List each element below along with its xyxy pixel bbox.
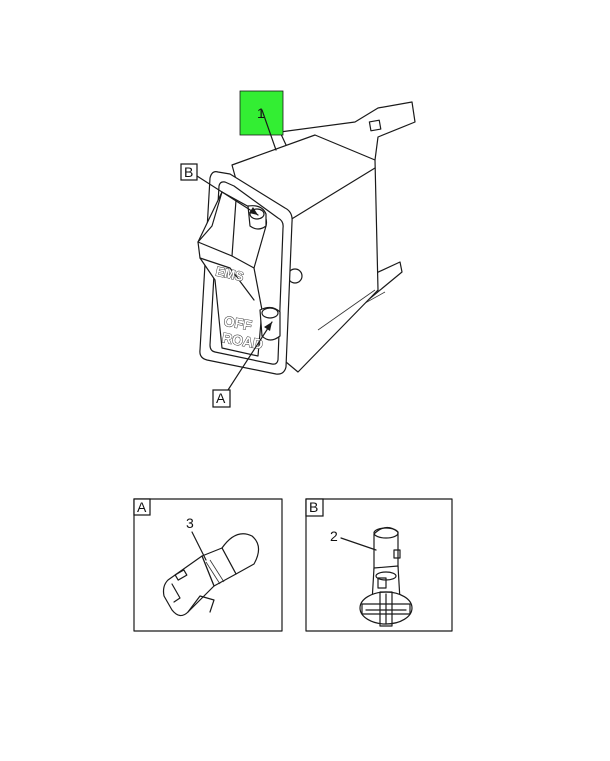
detail-b-callout-letter: B (184, 164, 193, 180)
rocker-label-road: ROAD (221, 329, 264, 352)
detail-b-callout[interactable]: B (180, 163, 259, 216)
detail-b-label: B (309, 499, 318, 515)
item-2-number[interactable]: 2 (330, 528, 338, 544)
item-1-callout[interactable]: 1 (239, 90, 284, 151)
bulb-b (359, 526, 413, 627)
upper-lens (247, 205, 267, 230)
item-3-number[interactable]: 3 (186, 515, 194, 531)
rocker-label-top: EMS (214, 264, 245, 285)
switch-housing (231, 134, 379, 373)
detail-a-label: A (137, 499, 147, 515)
main-switch-assembly: EMS OFF ROAD 1 B A (180, 90, 416, 408)
bulb-a (162, 533, 260, 617)
detail-a-callout[interactable]: A (212, 321, 273, 408)
rocker-label-off: OFF (223, 313, 254, 334)
detail-b-panel: B 2 (305, 498, 453, 632)
item-1-highlight (239, 90, 284, 136)
item-1-number: 1 (257, 105, 265, 121)
detail-a-callout-letter: A (216, 390, 226, 406)
detail-a-panel: A 3 (133, 498, 283, 632)
